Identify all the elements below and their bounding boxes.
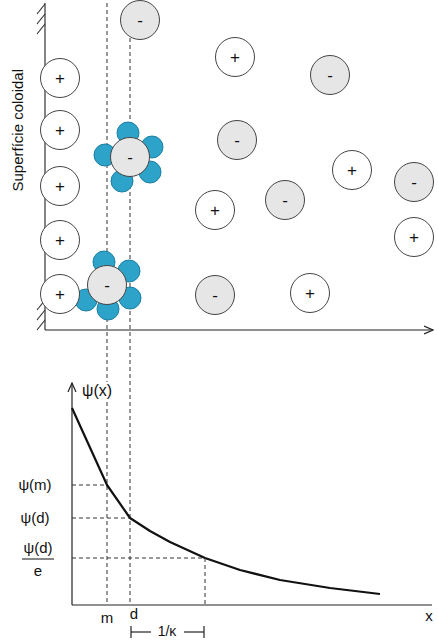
- axis-label: x: [424, 608, 434, 625]
- cation-circle: +: [394, 217, 434, 257]
- potential-axis: [71, 383, 72, 605]
- plane-label: m: [100, 610, 115, 627]
- ion-charge: -: [127, 149, 133, 166]
- ion-charge: +: [347, 162, 357, 179]
- anion-circle: -: [120, 0, 160, 40]
- ion-charge: -: [104, 277, 110, 294]
- anion-circle: -: [265, 180, 305, 220]
- potential-label: ψ(d): [19, 510, 50, 527]
- potential-label: ψ(m): [17, 477, 52, 494]
- fraction-bar: [22, 559, 54, 560]
- potential-curve: [72, 408, 380, 594]
- ion-charge: -: [137, 12, 143, 29]
- axis-label: ψ(x): [81, 382, 113, 400]
- ion-charge: +: [55, 286, 65, 303]
- cation-circle: +: [40, 110, 80, 150]
- distance-axis: [45, 329, 433, 330]
- cation-circle: +: [290, 273, 330, 313]
- cation-circle: +: [40, 220, 80, 260]
- cation-circle: +: [215, 37, 255, 77]
- anion-circle: -: [394, 162, 434, 202]
- ion-charge: +: [210, 202, 220, 219]
- ion-charge: -: [327, 67, 333, 84]
- cation-circle: +: [40, 166, 80, 206]
- fraction-numerator: ψ(d): [22, 540, 53, 557]
- ion-charge: -: [234, 132, 240, 149]
- ion-charge: +: [230, 49, 240, 66]
- plane-label: d: [129, 606, 139, 623]
- anion-circle: -: [217, 120, 257, 160]
- ion-charge: +: [55, 70, 65, 87]
- guide-lines: [72, 485, 205, 605]
- cation-circle: +: [195, 190, 235, 230]
- ion-charge: -: [282, 192, 288, 209]
- water-molecules: [75, 122, 163, 320]
- ion-charge: -: [212, 287, 218, 304]
- surface-label: Superfície coloidal: [10, 68, 27, 193]
- ion-charge: +: [409, 229, 419, 246]
- ion-charge: +: [55, 178, 65, 195]
- anion-circle: -: [310, 55, 350, 95]
- cation-circle: +: [40, 58, 80, 98]
- cation-circle: +: [332, 150, 372, 190]
- anion-circle: -: [110, 137, 150, 177]
- anion-circle: -: [87, 265, 127, 305]
- ion-charge: +: [55, 232, 65, 249]
- fraction-denominator: e: [33, 563, 43, 580]
- cation-circle: +: [40, 274, 80, 314]
- debye-length-label: 1/κ: [157, 624, 178, 639]
- ion-charge: +: [55, 122, 65, 139]
- anion-circle: -: [195, 275, 235, 315]
- x-axis: [72, 604, 432, 605]
- ion-charge: -: [411, 174, 417, 191]
- ion-charge: +: [305, 285, 315, 302]
